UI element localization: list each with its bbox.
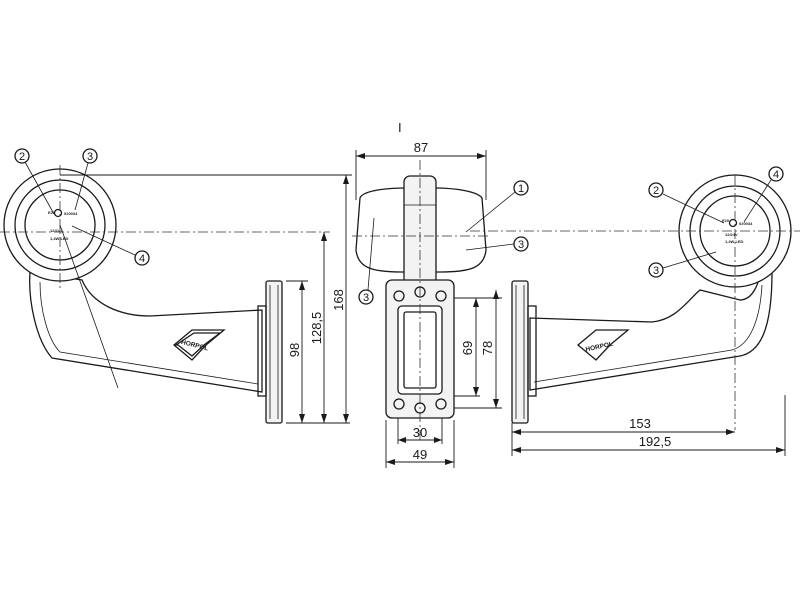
left-side-view: E20 020034 12/24V 1,4W LED HORPOL 2 3 <box>0 148 352 424</box>
dim-69: 69 <box>454 297 502 397</box>
svg-text:E20: E20 <box>722 218 730 223</box>
dim-78: 78 <box>454 290 502 409</box>
svg-text:168: 168 <box>331 289 346 311</box>
right-callout-2: 2 <box>648 182 725 224</box>
left-mount-plate <box>265 280 283 424</box>
svg-text:1,4W LED: 1,4W LED <box>725 239 744 244</box>
svg-text:1: 1 <box>518 183 524 195</box>
dim-192-5: 192,5 <box>512 395 786 456</box>
left-logo: HORPOL <box>172 329 226 361</box>
left-section-line <box>59 224 119 389</box>
right-callout-4: 4 <box>743 166 784 223</box>
svg-text:2: 2 <box>19 151 25 163</box>
center-callout-1: 1 <box>465 180 529 233</box>
svg-text:49: 49 <box>413 447 427 462</box>
right-side-view: E20 020034 12/24V 1,4W LED HORPOL 2 4 <box>470 166 800 456</box>
svg-text:020034: 020034 <box>739 221 753 226</box>
center-front-view: I 1 3 3 <box>352 120 529 468</box>
right-arm <box>529 260 773 391</box>
svg-text:12/24V: 12/24V <box>725 232 738 237</box>
svg-text:4: 4 <box>139 253 145 265</box>
right-mount-flange <box>527 305 537 397</box>
svg-text:128,5: 128,5 <box>309 312 324 345</box>
right-lamp-hole <box>728 218 738 228</box>
svg-text:3: 3 <box>518 239 524 251</box>
svg-text:30: 30 <box>413 425 427 440</box>
svg-text:87: 87 <box>414 140 428 155</box>
left-lamp-markings: E20 020034 12/24V 1,4W LED <box>48 210 78 241</box>
svg-text:2: 2 <box>653 185 659 197</box>
center-callout-3b: 3 <box>358 217 375 305</box>
left-lamp-hole <box>53 208 63 218</box>
left-callout-4: 4 <box>71 225 150 266</box>
svg-text:12/24V: 12/24V <box>50 228 63 233</box>
svg-text:69: 69 <box>460 341 475 355</box>
dim-98: 98 <box>286 280 350 424</box>
dim-30: 30 <box>397 418 443 444</box>
right-logo: HORPOL <box>576 329 630 361</box>
dim-87: 87 <box>355 140 487 200</box>
svg-text:I: I <box>398 120 402 135</box>
left-callout-2: 2 <box>14 148 55 215</box>
svg-text:78: 78 <box>480 341 495 355</box>
right-callout-3a: 3 <box>648 251 717 278</box>
svg-text:192,5: 192,5 <box>639 434 672 449</box>
center-callout-3a: 3 <box>465 236 529 252</box>
svg-text:98: 98 <box>287 343 302 357</box>
dim-49: 49 <box>385 420 455 468</box>
svg-text:3: 3 <box>653 265 659 277</box>
right-lamp-markings: E20 020034 12/24V 1,4W LED <box>722 218 753 244</box>
dim-128-5: 128,5 <box>309 232 327 423</box>
left-callout-3: 3 <box>74 148 98 211</box>
dim-153: 153 <box>511 416 735 456</box>
svg-text:4: 4 <box>773 169 779 181</box>
dim-168: 168 <box>60 174 352 423</box>
left-arm-inner <box>39 281 259 385</box>
svg-text:E20: E20 <box>48 210 56 215</box>
svg-text:3: 3 <box>87 151 93 163</box>
left-mount-flange <box>257 305 267 397</box>
right-mount-plate <box>511 280 529 424</box>
svg-text:153: 153 <box>629 416 651 431</box>
svg-text:020034: 020034 <box>64 211 78 216</box>
left-arm <box>29 271 263 393</box>
svg-text:1,4W LED: 1,4W LED <box>50 236 69 241</box>
svg-text:3: 3 <box>363 292 369 304</box>
right-arm-inner <box>533 284 763 383</box>
